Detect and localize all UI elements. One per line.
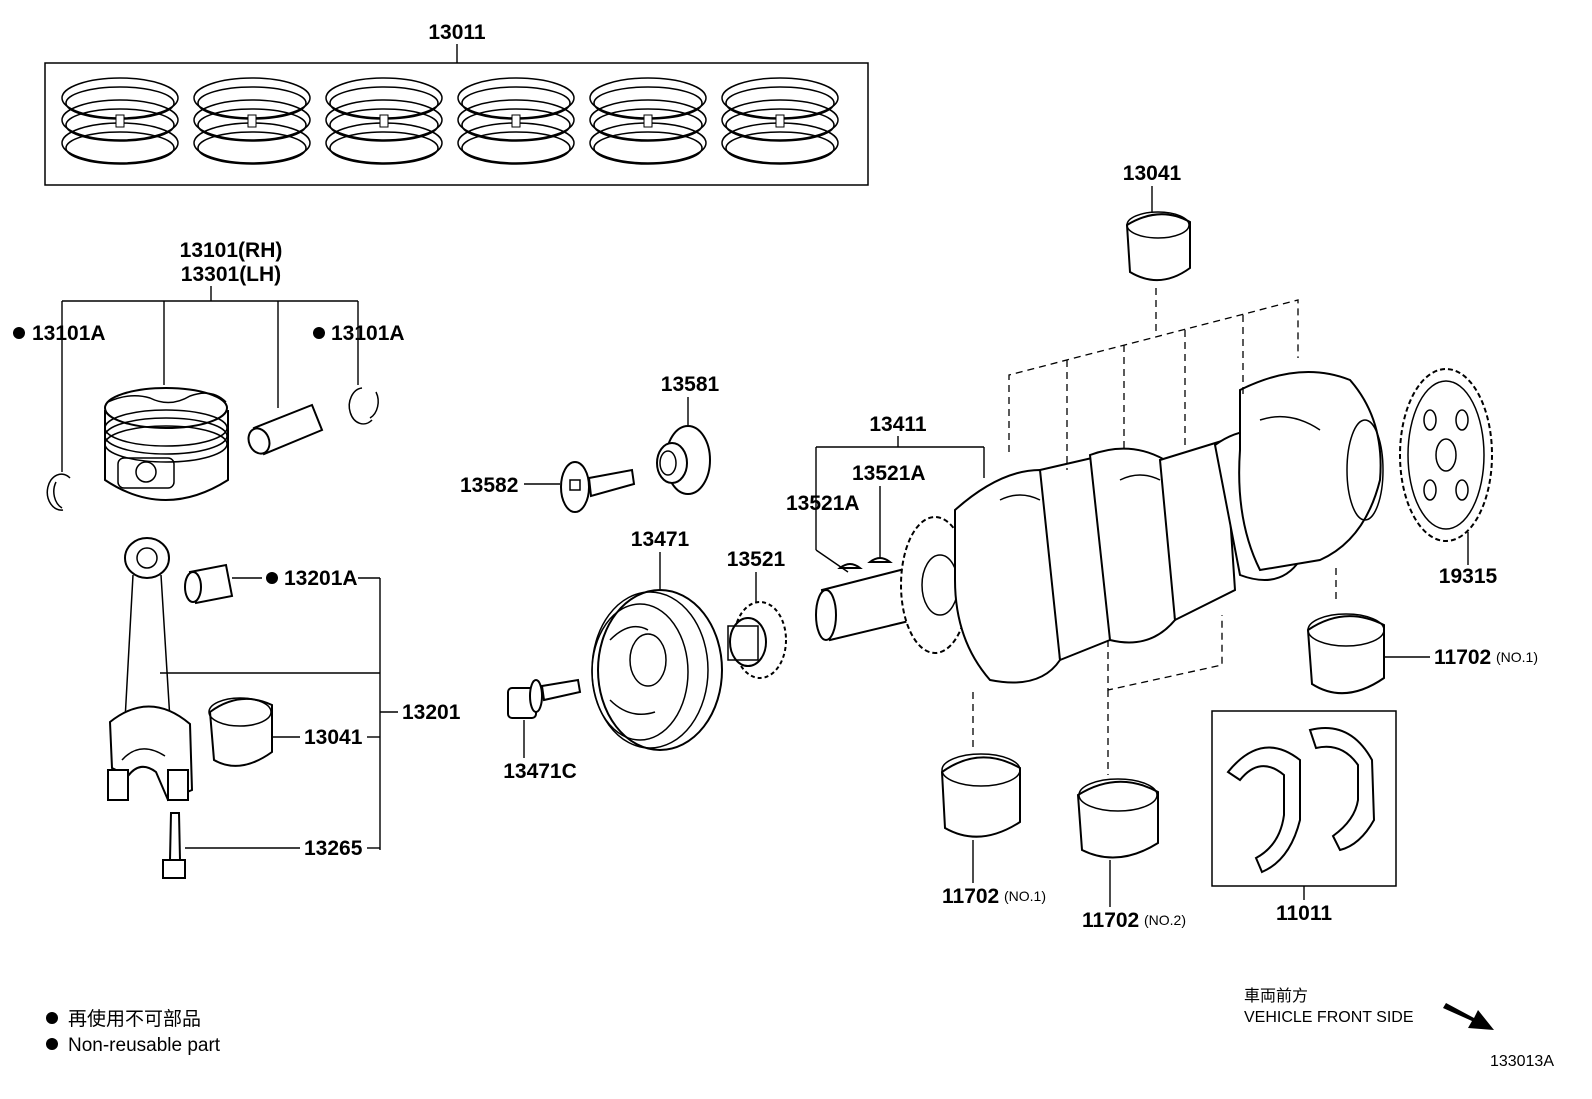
piston-ring-stack [325, 77, 443, 165]
main-bearing-no1 [940, 753, 1021, 838]
label-13101-rh: 13101(RH) [180, 239, 283, 262]
piston [104, 387, 229, 501]
timing-rotor [1399, 368, 1493, 542]
label-13471c: 13471C [503, 760, 577, 783]
label-13041-upper: 13041 [1123, 162, 1182, 185]
non-reusable-mark [313, 327, 325, 339]
note-no1-right: (NO.1) [1496, 649, 1538, 665]
crank-washer [656, 425, 711, 495]
label-13265: 13265 [304, 837, 363, 860]
snap-ring-right [348, 387, 379, 425]
label-13201: 13201 [402, 701, 461, 724]
pulley-bolt [507, 678, 582, 719]
crank-pulley [591, 589, 723, 751]
label-13521a-lower: 13521A [786, 492, 860, 515]
piston-pin [247, 403, 324, 456]
main-bearing-no2 [1076, 778, 1159, 859]
direction-label-cn: 車両前方 [1244, 987, 1308, 1005]
legend-text-en: Non-reusable part [68, 1035, 221, 1056]
label-13411: 13411 [869, 413, 927, 436]
piston-ring-stack [589, 77, 707, 165]
piston-rings-box [44, 62, 869, 186]
snap-ring-left [46, 473, 71, 511]
con-rod-bushing [184, 563, 234, 605]
connecting-rod [107, 537, 194, 802]
legend-bullet [46, 1038, 58, 1050]
label-13101a-right: 13101A [331, 322, 405, 345]
front-components: 13581 13582 13471 13471C [460, 373, 787, 783]
non-reusable-mark [266, 572, 278, 584]
label-13521a-upper: 13521A [852, 462, 926, 485]
label-13582: 13582 [460, 474, 518, 497]
woodruff-key [837, 563, 863, 569]
arrow-icon [1443, 1003, 1494, 1030]
piston-ring-stack [457, 77, 575, 165]
direction-label-en: VEHICLE FRONT SIDE [1244, 1009, 1414, 1026]
main-bearing-right [1306, 613, 1385, 695]
piston-ring-stack [721, 77, 839, 165]
bearing-shell-upper [1125, 211, 1191, 282]
sensor-plate-bolt [560, 461, 636, 513]
con-rod-bearing [208, 697, 273, 767]
label-11011: 11011 [1276, 902, 1332, 925]
label-13101a-left: 13101A [32, 322, 106, 345]
crankshaft [815, 371, 1384, 684]
piston-ring-stack [61, 77, 179, 165]
label-19315: 19315 [1439, 565, 1498, 588]
label-13471: 13471 [631, 528, 690, 551]
note-no1-bottom: (NO.1) [1004, 888, 1046, 904]
legend-bullet [46, 1012, 58, 1024]
piston-ring-stack [193, 77, 311, 165]
note-no2: (NO.2) [1144, 912, 1186, 928]
label-13201a: 13201A [284, 567, 358, 590]
direction-indicator: 車両前方 VEHICLE FRONT SIDE [1244, 987, 1494, 1030]
label-13521: 13521 [727, 548, 786, 571]
piston-group: 13101(RH) 13301(LH) 13101A 13101A [13, 239, 405, 511]
woodruff-key [867, 557, 893, 563]
label-13581: 13581 [661, 373, 720, 396]
legend: 再使用不可部品 Non-reusable part [46, 1008, 221, 1056]
label-13011: 13011 [428, 21, 486, 44]
label-11702-right: 11702 [1434, 646, 1491, 669]
label-11702-no1: 11702 [942, 885, 999, 908]
legend-text-cn: 再使用不可部品 [68, 1008, 201, 1030]
crankshaft-group: 13411 13521A 13521A [786, 288, 1384, 775]
piston-rings-group: 13011 [44, 21, 869, 186]
figure-id: 133013A [1490, 1053, 1554, 1070]
label-11702-no2: 11702 [1082, 909, 1139, 932]
label-13301-lh: 13301(LH) [181, 263, 281, 286]
thrust-washer-set [1211, 710, 1397, 887]
crank-sprocket [727, 601, 787, 679]
non-reusable-mark [13, 327, 25, 339]
con-rod-bolt [162, 812, 186, 879]
connecting-rod-group: 13201A 13201 13041 13265 [107, 537, 461, 879]
label-13041-rod: 13041 [304, 726, 363, 749]
